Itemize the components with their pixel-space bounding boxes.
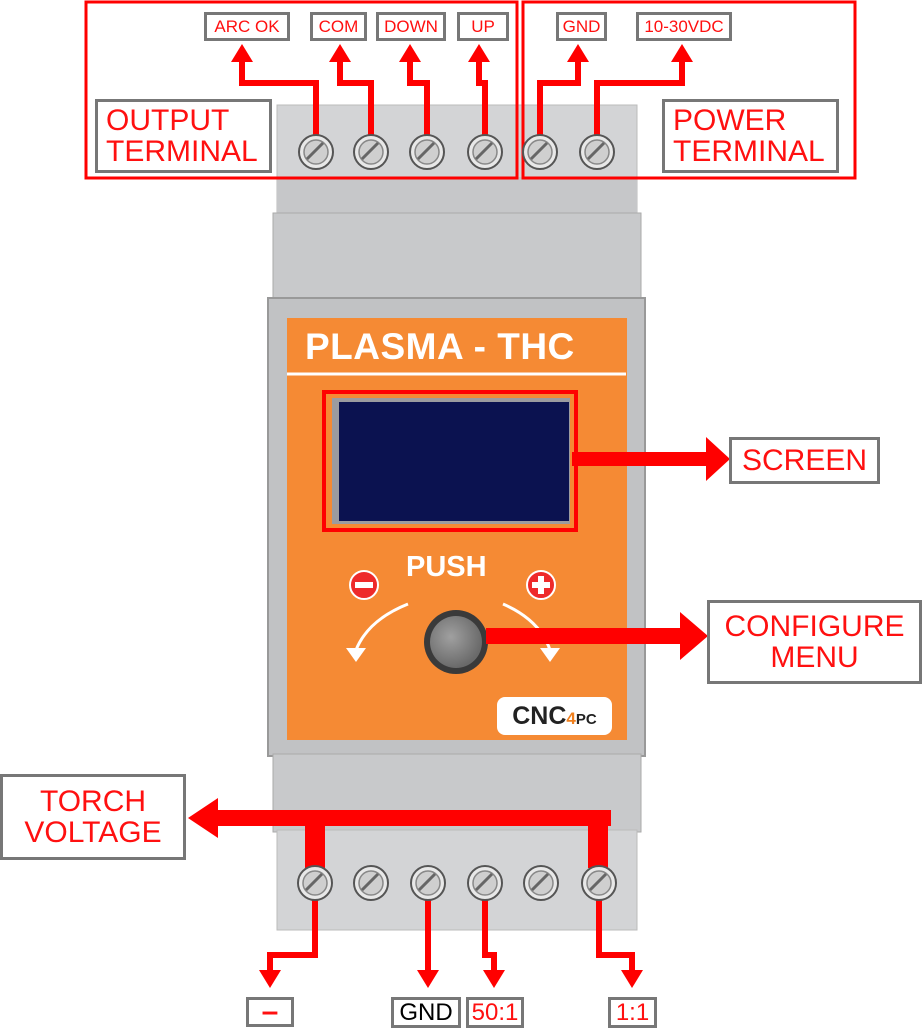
encoder-knob[interactable] [424, 610, 488, 674]
pin-label-gnd-power: GND [556, 12, 607, 41]
configure-menu-callout-label: CONFIGURE MENU [707, 600, 922, 684]
top-wires [239, 58, 685, 150]
screw-50-1 [466, 864, 504, 902]
screen-callout-label: SCREEN [729, 437, 880, 484]
screw-unused-2 [522, 864, 560, 902]
pin-label-50-1: 50:1 [466, 997, 524, 1028]
pin-label-gnd: GND [391, 997, 461, 1028]
logo-text-pc: PC [575, 710, 597, 728]
screw-down [408, 133, 446, 171]
pin-label-arc-ok: ARC OK [204, 12, 290, 41]
screw-unused-1 [352, 864, 390, 902]
bottom-arrowheads [259, 970, 643, 988]
top-arrowheads [231, 44, 693, 62]
screen-callout-arrow [572, 437, 730, 481]
output-terminal-frame [84, 0, 519, 180]
minus-icon [349, 570, 379, 600]
pin-label-1-1: 1:1 [608, 997, 657, 1028]
rotate-left-arrow-icon [346, 602, 409, 662]
knob-label: PUSH [406, 551, 487, 583]
top-terminal-base [277, 177, 637, 215]
screw-up [466, 133, 504, 171]
screw-com [352, 133, 390, 171]
torch-voltage-callout-label: TORCH VOLTAGE [0, 774, 186, 860]
screw-minus [296, 864, 334, 902]
power-terminal-frame [521, 0, 857, 180]
pin-label-minus: – [246, 996, 294, 1028]
screw-1-1 [580, 864, 618, 902]
screw-vdc [578, 133, 616, 171]
pin-label-com: COM [310, 12, 367, 41]
pin-label-down: DOWN [376, 12, 446, 41]
lcd-screen [339, 402, 569, 521]
bottom-terminal-block [276, 829, 638, 931]
pin-label-up: UP [457, 12, 509, 41]
configure-callout-arrow [486, 612, 708, 660]
bottom-wires [267, 890, 635, 975]
power-terminal-label: POWER TERMINAL [662, 99, 839, 173]
device-title: PLASMA - THC [305, 326, 575, 367]
plus-icon [526, 570, 556, 600]
pin-label-vdc: 10-30VDC [636, 12, 732, 41]
logo-text-cnc: CNC [512, 701, 567, 730]
screw-arc-ok [297, 133, 335, 171]
upper-body [272, 212, 642, 304]
screw-gnd-power [521, 133, 559, 171]
torch-voltage-bracket [188, 798, 611, 868]
screw-gnd [409, 864, 447, 902]
output-terminal-label: OUTPUT TERMINAL [95, 99, 272, 173]
rotate-right-arrow-icon [502, 602, 560, 662]
logo-text-4: 4 [566, 709, 576, 728]
